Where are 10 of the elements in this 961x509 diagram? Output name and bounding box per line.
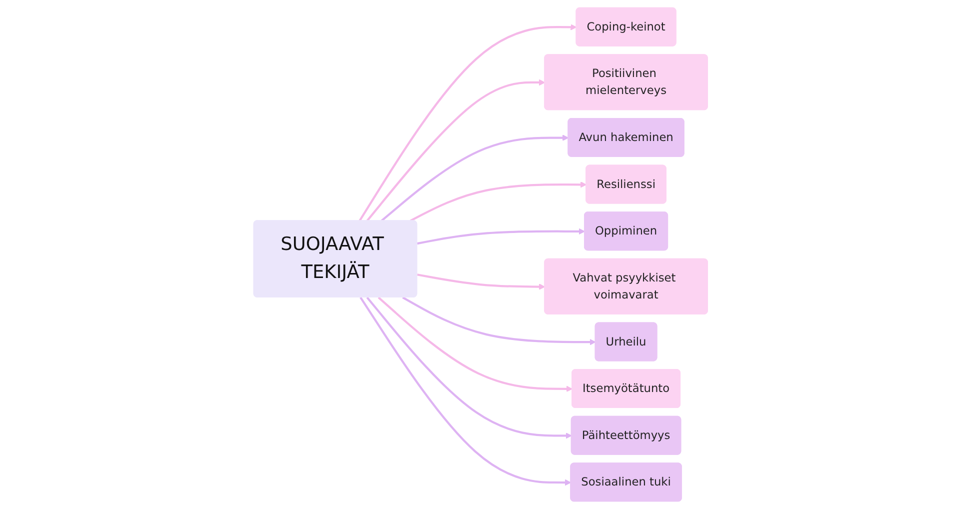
arrow (416, 228, 585, 245)
arrow (380, 134, 569, 222)
arrow (410, 182, 586, 222)
arrow (402, 296, 596, 346)
arrow (378, 296, 572, 392)
arrow (416, 274, 545, 290)
arrow (358, 24, 577, 222)
arrow (366, 296, 572, 439)
arrow (366, 79, 545, 222)
arrow (359, 296, 571, 486)
